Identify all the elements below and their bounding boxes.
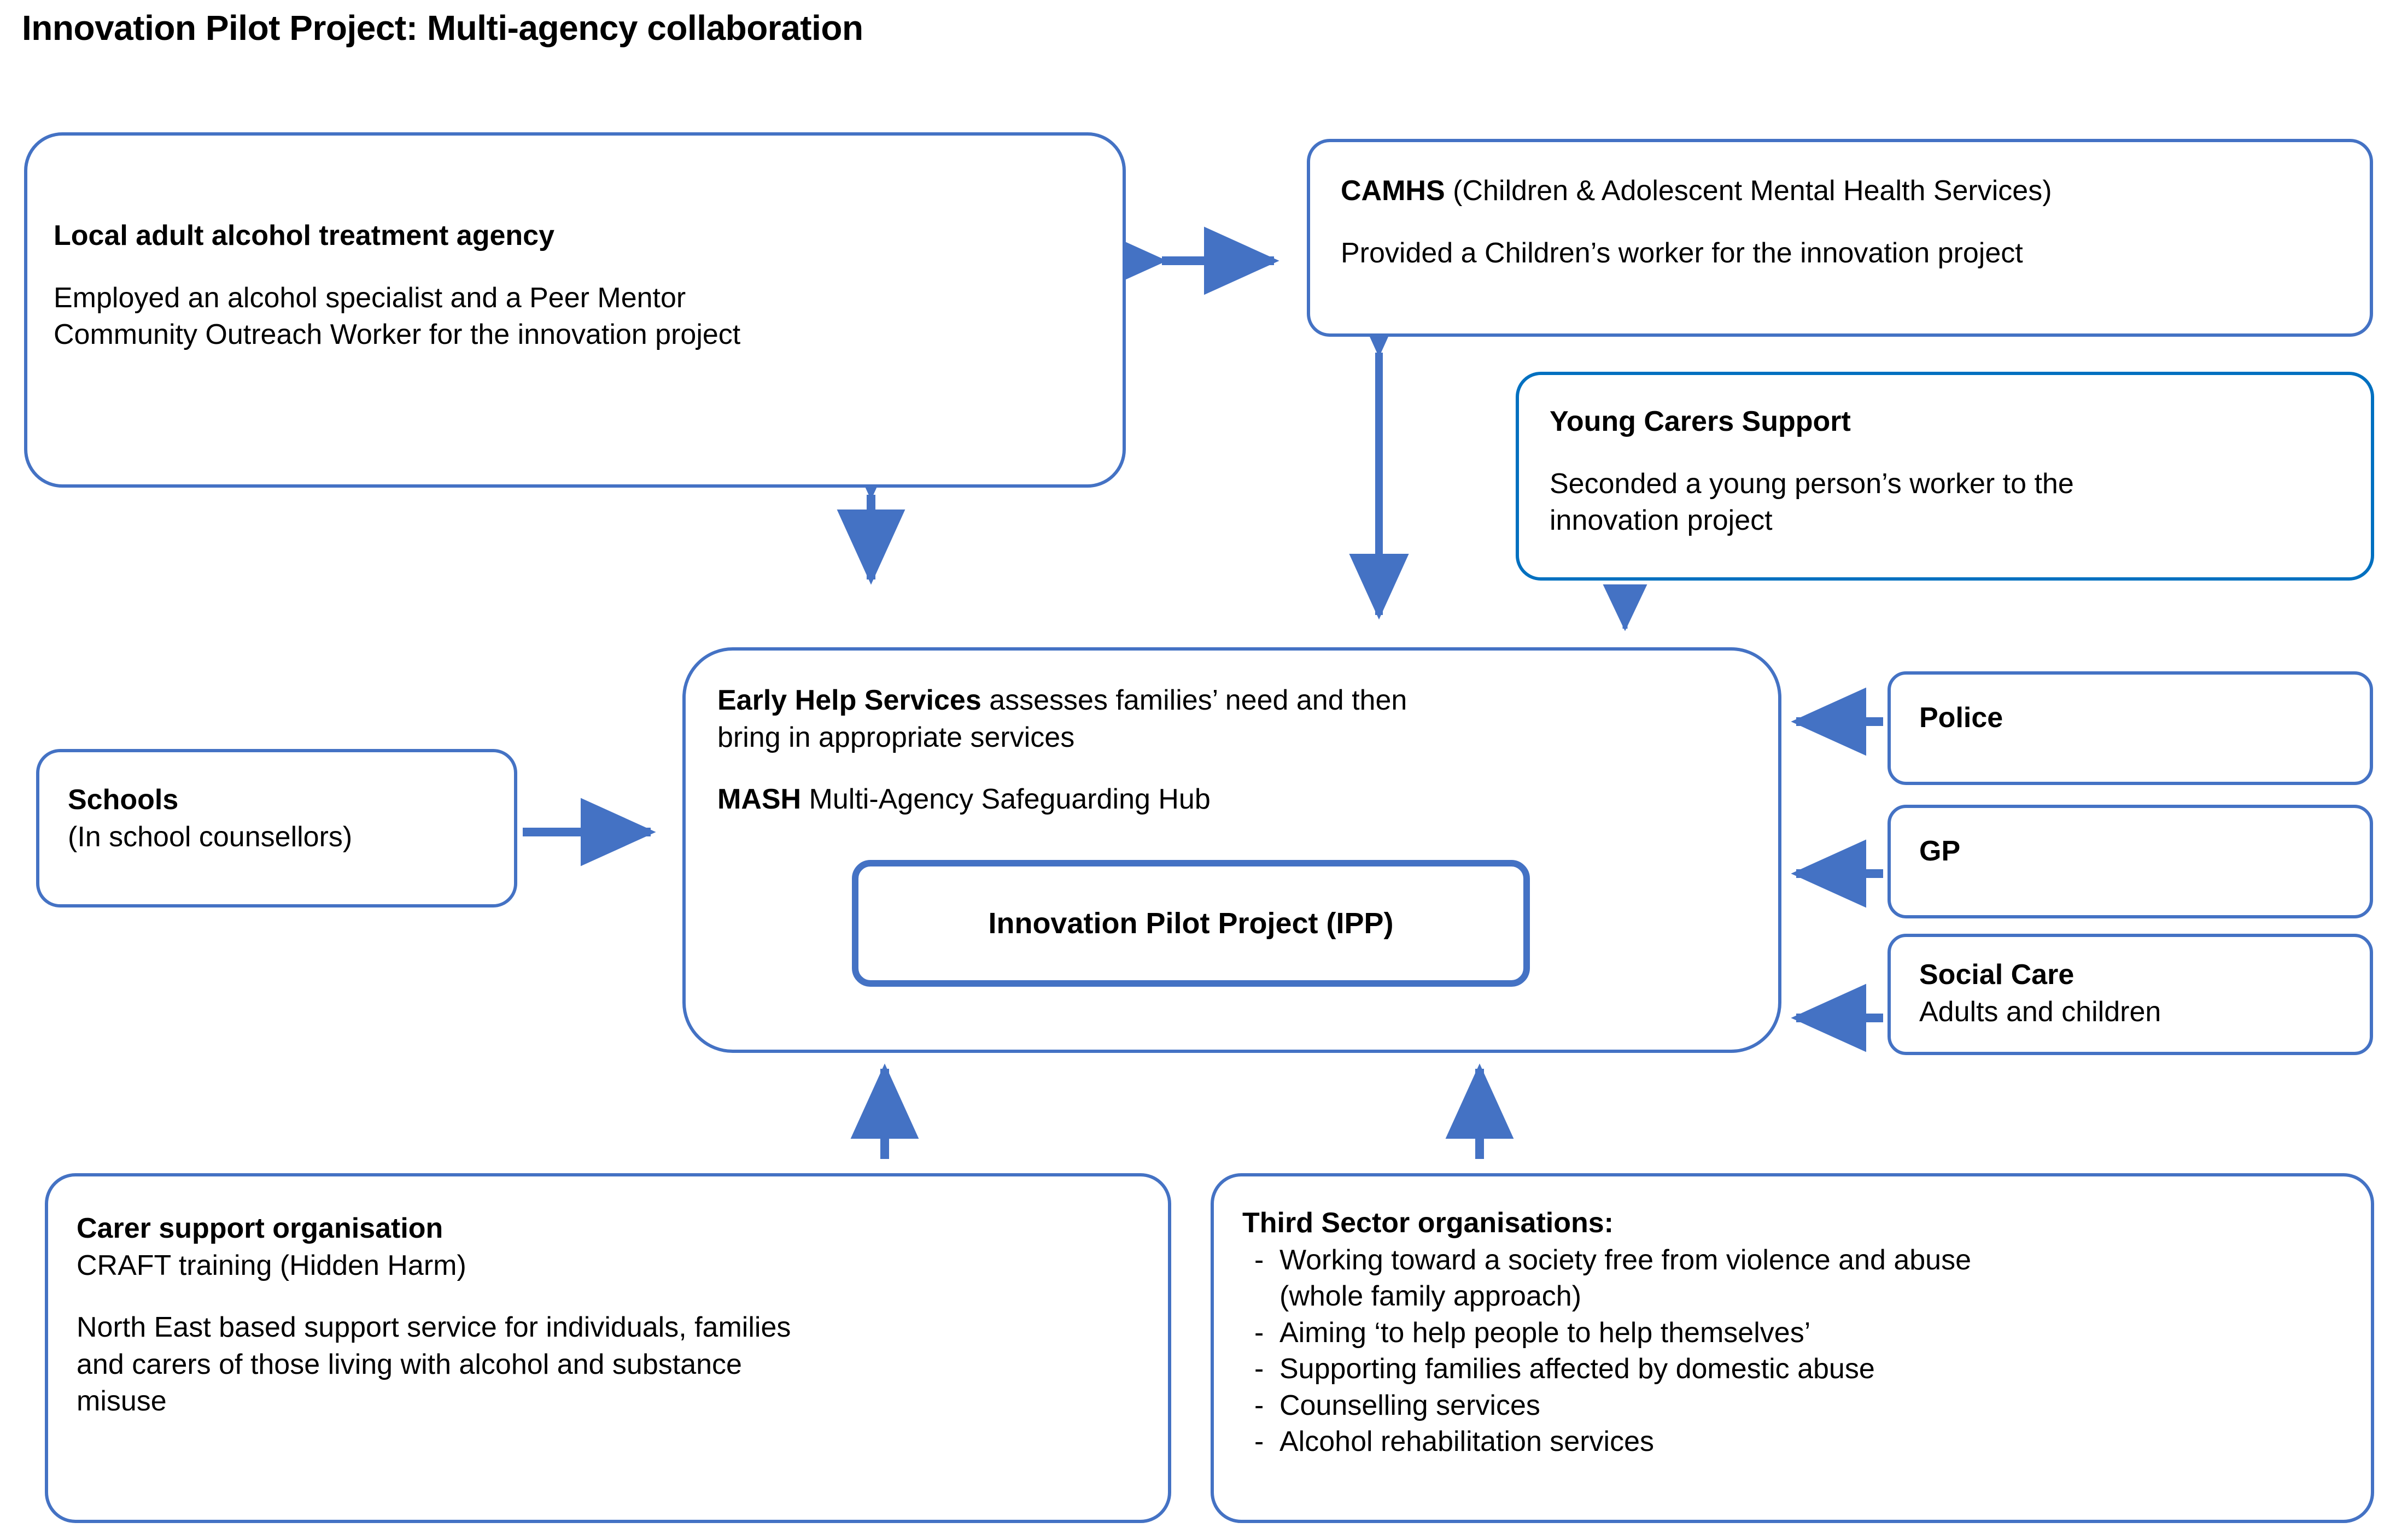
- bullet-marker-icon: -: [1254, 1316, 1264, 1349]
- carer-support-body-line-3: misuse: [77, 1385, 167, 1418]
- node-early-help-services[interactable]: Early Help Services assesses families’ n…: [682, 647, 1781, 1053]
- bullet-marker-icon: -: [1254, 1244, 1264, 1276]
- node-carer-support-organisation[interactable]: Carer support organisation CRAFT trainin…: [45, 1173, 1171, 1523]
- third-sector-bullet-0: Working toward a society free from viole…: [1279, 1244, 1972, 1276]
- alcohol-agency-body-line-2: Community Outreach Worker for the innova…: [54, 319, 741, 351]
- node-police[interactable]: Police: [1888, 671, 2373, 785]
- social-care-body: Adults and children: [1919, 996, 2161, 1028]
- list-item: - Working toward a society free from vio…: [1242, 1242, 2351, 1279]
- node-content: Carer support organisation CRAFT trainin…: [77, 1210, 1148, 1420]
- carer-support-heading: Carer support organisation: [77, 1213, 443, 1244]
- police-heading: Police: [1919, 702, 2003, 734]
- camhs-heading-expansion: (Children & Adolescent Mental Health Ser…: [1445, 175, 2052, 207]
- carer-support-body-line-1: North East based support service for ind…: [77, 1311, 791, 1344]
- node-content: Schools (In school counsellors): [68, 782, 494, 856]
- mash-expansion: Multi-Agency Safeguarding Hub: [801, 783, 1211, 816]
- node-content: Local adult alcohol treatment agency Emp…: [54, 218, 1103, 354]
- spacer: [1550, 441, 2351, 466]
- third-sector-bullet-3: Supporting families affected by domestic…: [1279, 1353, 1875, 1385]
- third-sector-bullet-5: Alcohol rehabilitation services: [1279, 1426, 1655, 1458]
- list-item: (whole family approach): [1242, 1278, 2351, 1315]
- bullet-marker-icon: -: [1254, 1353, 1264, 1385]
- ipp-label: Innovation Pilot Project (IPP): [988, 906, 1394, 940]
- node-content: Social Care Adults and children: [1919, 957, 2350, 1030]
- third-sector-bullet-2: Aiming ‘to help people to help themselve…: [1279, 1316, 1811, 1349]
- page-title: Innovation Pilot Project: Multi-agency c…: [22, 8, 863, 48]
- carer-support-subheading: CRAFT training (Hidden Harm): [77, 1249, 466, 1281]
- schools-body: (In school counsellors): [68, 821, 353, 853]
- third-sector-bullet-4: Counselling services: [1279, 1389, 1540, 1421]
- list-item: - Supporting families affected by domest…: [1242, 1351, 2351, 1387]
- node-camhs[interactable]: CAMHS (Children & Adolescent Mental Heal…: [1307, 139, 2373, 337]
- node-young-carers-support[interactable]: Young Carers Support Seconded a young pe…: [1516, 372, 2374, 581]
- gp-heading: GP: [1919, 835, 1961, 867]
- node-content: Police: [1919, 700, 2350, 737]
- node-content: Third Sector organisations: - Working to…: [1242, 1205, 2351, 1460]
- camhs-heading: CAMHS (Children & Adolescent Mental Heal…: [1341, 173, 2350, 210]
- carer-support-body-line-2: and carers of those living with alcohol …: [77, 1348, 742, 1380]
- node-social-care[interactable]: Social Care Adults and children: [1888, 934, 2373, 1055]
- young-carers-body-line-2: innovation project: [1550, 505, 1773, 537]
- node-content: Early Help Services assesses families’ n…: [717, 682, 1754, 818]
- young-carers-body-line-1: Seconded a young person’s worker to the: [1550, 467, 2074, 500]
- node-schools[interactable]: Schools (In school counsellors): [36, 749, 517, 907]
- schools-heading: Schools: [68, 784, 179, 816]
- mash-abbr: MASH: [717, 783, 802, 816]
- young-carers-heading: Young Carers Support: [1550, 406, 1851, 437]
- node-content: CAMHS (Children & Adolescent Mental Heal…: [1341, 173, 2350, 272]
- spacer: [77, 1284, 1148, 1309]
- alcohol-agency-heading: Local adult alcohol treatment agency: [54, 220, 554, 251]
- node-content: GP: [1919, 833, 2350, 870]
- bullet-continuation-spacer: [1242, 1278, 1279, 1315]
- bullet-marker-icon: -: [1254, 1426, 1264, 1458]
- node-gp[interactable]: GP: [1888, 805, 2373, 918]
- list-item: - Counselling services: [1242, 1387, 2351, 1424]
- node-local-adult-alcohol-treatment-agency[interactable]: Local adult alcohol treatment agency Emp…: [24, 132, 1126, 488]
- list-item: - Aiming ‘to help people to help themsel…: [1242, 1315, 2351, 1351]
- alcohol-agency-body-line-1: Employed an alcohol specialist and a Pee…: [54, 282, 686, 314]
- third-sector-heading: Third Sector organisations:: [1242, 1207, 1614, 1239]
- spacer: [54, 255, 1103, 280]
- spacer: [1341, 210, 2350, 235]
- camhs-heading-abbr: CAMHS: [1341, 175, 1445, 207]
- social-care-heading: Social Care: [1919, 959, 2075, 991]
- early-help-heading: Early Help Services assesses families’ n…: [717, 682, 1754, 719]
- early-help-heading-rest: assesses families’ need and then: [981, 684, 1407, 716]
- node-third-sector-organisations[interactable]: Third Sector organisations: - Working to…: [1211, 1173, 2374, 1523]
- node-content: Young Carers Support Seconded a young pe…: [1550, 403, 2351, 540]
- early-help-heading-bold: Early Help Services: [717, 684, 981, 716]
- early-help-heading-line-2: bring in appropriate services: [717, 721, 1075, 753]
- node-innovation-pilot-project[interactable]: Innovation Pilot Project (IPP): [852, 860, 1530, 987]
- mash-line: MASH Multi-Agency Safeguarding Hub: [717, 781, 1754, 818]
- camhs-body: Provided a Children’s worker for the inn…: [1341, 237, 2023, 269]
- spacer: [717, 756, 1754, 781]
- third-sector-bullet-1: (whole family approach): [1279, 1280, 1582, 1313]
- bullet-marker-icon: -: [1254, 1389, 1264, 1421]
- list-item: - Alcohol rehabilitation services: [1242, 1424, 2351, 1460]
